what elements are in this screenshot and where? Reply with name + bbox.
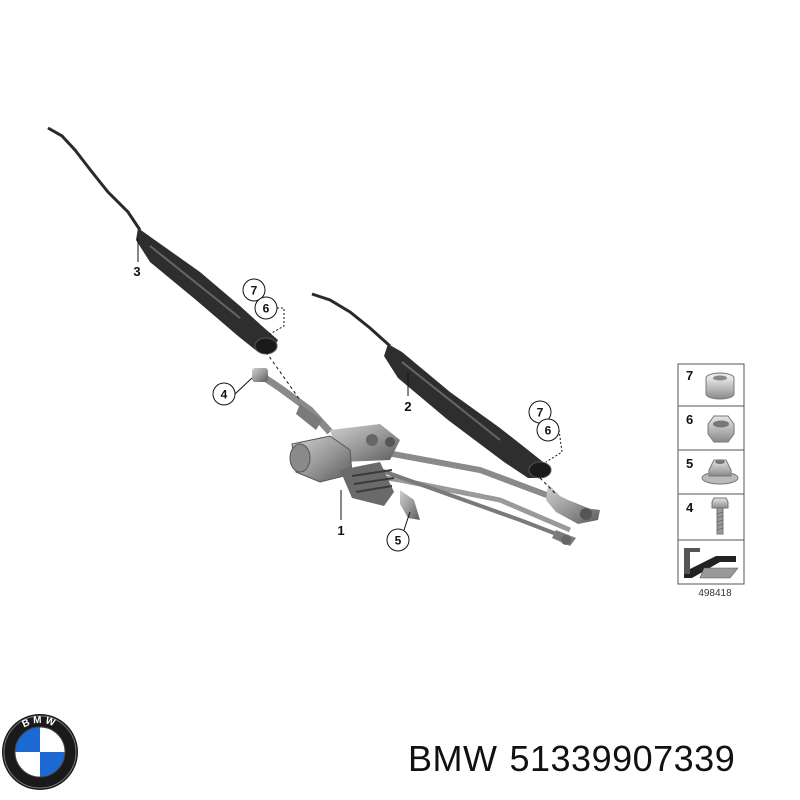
diagram-reference-number: 498418 bbox=[698, 588, 732, 599]
caption-part-number: 51339907339 bbox=[509, 738, 736, 779]
caption-brand: BMW bbox=[408, 738, 498, 779]
leader-right-pivot bbox=[539, 477, 557, 495]
wiper-linkage-motor bbox=[252, 368, 600, 546]
svg-text:6: 6 bbox=[545, 424, 552, 438]
wiper-arm-left bbox=[47, 126, 278, 355]
bolt-icon bbox=[711, 497, 729, 535]
svg-text:7: 7 bbox=[537, 406, 544, 420]
sleeve-icon bbox=[705, 372, 735, 400]
label-arm-right: 2 bbox=[404, 372, 412, 414]
svg-text:3: 3 bbox=[133, 264, 140, 279]
svg-text:7: 7 bbox=[251, 284, 258, 298]
assembly-arrow-icon bbox=[684, 548, 739, 579]
svg-text:4: 4 bbox=[221, 388, 228, 402]
flange-nut-icon bbox=[701, 459, 739, 485]
part-caption: BMW 51339907339 bbox=[408, 738, 747, 780]
callout-6-left: 6 bbox=[254, 296, 285, 335]
wiper-arm-right bbox=[311, 292, 552, 479]
legend-item-6: 6 bbox=[686, 412, 693, 427]
legend-item-5: 5 bbox=[686, 456, 693, 471]
callout-7-left: 7 bbox=[242, 278, 266, 302]
callout-5: 5 bbox=[386, 511, 411, 552]
label-arm-left: 3 bbox=[133, 238, 141, 279]
svg-text:6: 6 bbox=[263, 302, 270, 316]
svg-text:5: 5 bbox=[395, 534, 402, 548]
svg-text:BMW: BMW bbox=[21, 715, 60, 730]
legend-item-4: 4 bbox=[686, 500, 694, 515]
leader-left-pivot bbox=[265, 351, 301, 401]
svg-text:2: 2 bbox=[404, 399, 411, 414]
svg-text:1: 1 bbox=[337, 523, 344, 538]
parts-legend: 7 6 5 4 49 bbox=[677, 363, 745, 599]
hex-nut-icon bbox=[707, 415, 735, 443]
callout-6-right: 6 bbox=[536, 418, 563, 463]
callout-4: 4 bbox=[212, 377, 253, 406]
bmw-logo: BMW bbox=[2, 714, 78, 790]
label-linkage: 1 bbox=[337, 490, 345, 538]
legend-item-7: 7 bbox=[686, 368, 693, 383]
